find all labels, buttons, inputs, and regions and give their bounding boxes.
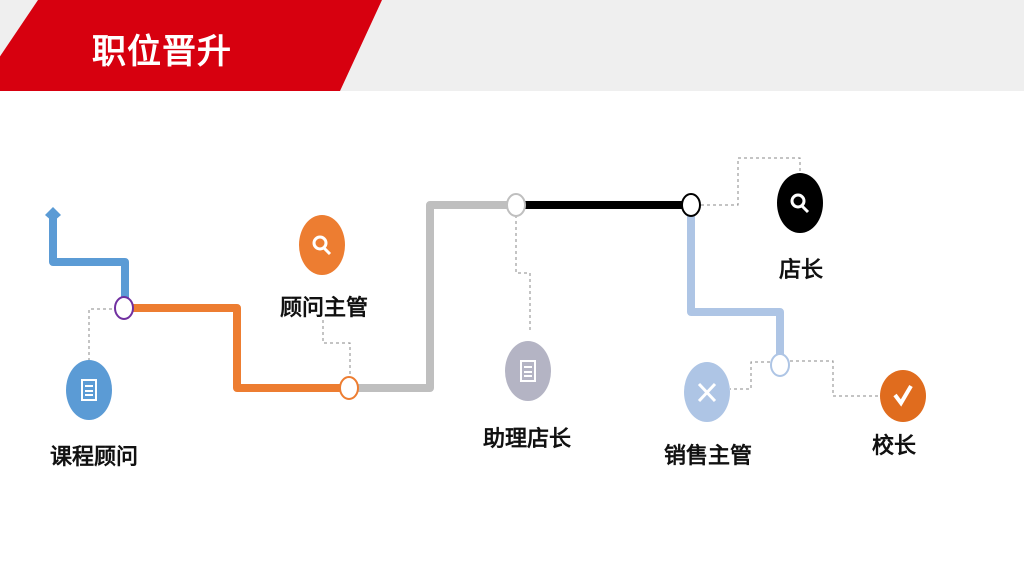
role-label: 顾问主管 <box>279 296 369 321</box>
role-icon-3 <box>505 341 551 401</box>
role-icon-5 <box>684 362 730 422</box>
connector-3 <box>515 215 531 333</box>
node-4 <box>681 193 701 217</box>
connector-1 <box>88 308 115 367</box>
node-2 <box>339 376 359 400</box>
path-orange <box>125 304 349 392</box>
header-accent <box>0 0 382 91</box>
path-blue <box>49 218 129 308</box>
path-lightblue <box>687 205 784 365</box>
node-1 <box>114 296 134 320</box>
role-icon-2 <box>299 215 345 275</box>
role-label: 店长 <box>778 258 824 283</box>
role-icon-1 <box>66 360 112 420</box>
search-icon <box>790 193 810 214</box>
tools-icon <box>697 382 717 403</box>
page-title: 职位晋升 <box>92 32 232 72</box>
connector-4 <box>701 157 801 206</box>
connector-6 <box>790 360 880 397</box>
check-icon <box>893 384 913 407</box>
search-icon <box>312 235 332 256</box>
role-icon-6 <box>880 370 926 422</box>
document-icon <box>520 360 536 382</box>
role-label: 校长 <box>871 434 917 459</box>
connector-2 <box>322 320 351 378</box>
role-icon-4 <box>777 173 823 233</box>
node-3 <box>506 193 526 217</box>
connector-5 <box>730 361 770 390</box>
role-label: 课程顾问 <box>49 445 139 470</box>
path-gray <box>349 201 516 392</box>
document-icon <box>81 379 97 401</box>
role-label: 助理店长 <box>482 427 572 452</box>
role-label: 销售主管 <box>663 444 753 469</box>
connector-lines <box>88 157 880 397</box>
arrow-head-icon <box>45 207 61 222</box>
node-5 <box>770 353 790 377</box>
